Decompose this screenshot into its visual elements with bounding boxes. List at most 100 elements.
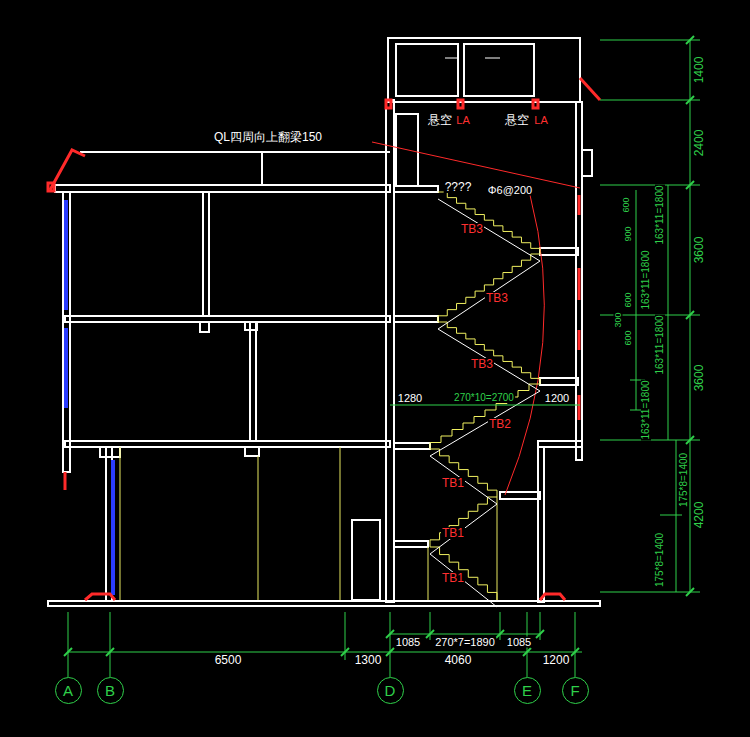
- dimension-tick: [686, 36, 694, 44]
- dimension-tick: [426, 630, 434, 638]
- stair-slab: [430, 504, 497, 554]
- dimension-tick: [686, 96, 694, 104]
- grid-axis-circle: A: [55, 677, 82, 704]
- stair-label: TB3: [485, 292, 509, 304]
- structure-wall: [80, 151, 390, 153]
- dimension-tick: [686, 588, 694, 596]
- leader-line: [372, 142, 580, 495]
- grid-axis-circle: F: [562, 677, 589, 704]
- red-mark: [578, 330, 581, 350]
- dimension-tick: [686, 311, 694, 319]
- dimension-label: 300: [614, 311, 623, 328]
- dimension-line: [600, 185, 700, 186]
- dimension-tick: [686, 436, 694, 444]
- grid-axis-letter: A: [63, 683, 73, 698]
- window: [111, 460, 115, 595]
- stair-slab: [438, 329, 540, 391]
- structure-wall: [100, 447, 120, 457]
- dimension-label: 2400: [693, 129, 705, 158]
- structure-wall: [106, 447, 112, 601]
- structure-wall: [396, 44, 458, 96]
- dimension-label: 1300: [354, 654, 383, 666]
- structure-wall: [63, 447, 70, 472]
- structure-wall: [245, 447, 259, 456]
- stair-step: [438, 322, 540, 384]
- dimension-line: [600, 592, 700, 593]
- structure-wall: [540, 248, 578, 255]
- window: [64, 328, 68, 408]
- structure-wall: [386, 100, 394, 602]
- interior-line: [258, 456, 259, 600]
- structure-wall: [250, 322, 256, 441]
- structure-wall: [582, 150, 592, 176]
- dimension-label: 270*10=2700: [453, 393, 515, 403]
- dimension-label: 163*11=1800: [655, 184, 665, 245]
- interior-line: [428, 547, 429, 600]
- dimension-line: [390, 405, 580, 406]
- dimension-line: [430, 612, 431, 640]
- dimension-label: 600: [624, 291, 633, 308]
- red-mark: [540, 594, 565, 600]
- dimension-tick: [386, 648, 394, 656]
- red-mark: [580, 78, 600, 100]
- window: [64, 200, 68, 310]
- red-mark: [85, 594, 115, 600]
- stair-label: TB3: [470, 358, 494, 370]
- dimension-label: 4060: [444, 654, 473, 666]
- structure-wall: [48, 601, 600, 606]
- dimension-tick: [106, 648, 114, 656]
- dimension-line: [500, 612, 501, 640]
- stair-label: TB2: [488, 418, 512, 430]
- grid-axis-circle: B: [97, 677, 124, 704]
- interior-line: [120, 447, 497, 600]
- stair-label: TB1: [441, 477, 465, 489]
- interior-line: [120, 447, 121, 600]
- red-mark: [578, 395, 581, 420]
- stair-flight: [430, 192, 540, 607]
- dimension-label: 163*11=1800: [641, 379, 651, 440]
- dimension-line: [68, 612, 69, 677]
- dimension-label: 1085: [395, 637, 421, 648]
- structure-wall: [540, 378, 578, 385]
- dimension-line: [575, 612, 576, 677]
- dimension-tick: [341, 648, 349, 656]
- dimension-line: [668, 185, 669, 440]
- dimension-label: 1085: [506, 637, 532, 648]
- dimension-tick: [523, 648, 531, 656]
- dimension-line: [600, 40, 700, 41]
- structure-wall: [538, 441, 582, 447]
- dimension-tick: [64, 648, 72, 656]
- dimension-label: 163*11=1800: [655, 314, 665, 375]
- dimension-line: [390, 612, 391, 677]
- dimension-label: 1200: [544, 393, 570, 404]
- grid-axis-letter: F: [570, 683, 579, 698]
- stair-label: TB1: [441, 572, 465, 584]
- stair-label: TB1: [441, 527, 465, 539]
- structure-wall: [55, 185, 390, 192]
- stair-step: [430, 497, 497, 547]
- note-label: ????: [444, 181, 473, 193]
- structure-wall: [200, 322, 209, 332]
- structure-wall: [65, 316, 390, 322]
- red-mark: [48, 78, 600, 600]
- red-mark: [386, 100, 391, 108]
- structure-wall: [394, 443, 430, 449]
- water-level: [485, 58, 500, 59]
- structure-wall: [203, 192, 209, 316]
- stair-slab: [438, 261, 540, 329]
- stair-slab: [438, 199, 540, 261]
- dimension-label: 1280: [397, 393, 423, 404]
- dimension-label: 600: [624, 329, 633, 346]
- dimension-line: [636, 190, 637, 410]
- dimension-label: 175*8=1400: [679, 452, 689, 508]
- leader-line: [372, 142, 580, 188]
- note-label: QL四周向上翻梁150: [213, 131, 323, 143]
- grid-axis-letter: E: [522, 683, 532, 698]
- dimension-tick: [571, 648, 579, 656]
- dimension-line: [68, 40, 700, 677]
- dimension-label: 1400: [693, 56, 705, 85]
- stair-slab: [430, 456, 497, 504]
- stair-slab: [430, 391, 540, 456]
